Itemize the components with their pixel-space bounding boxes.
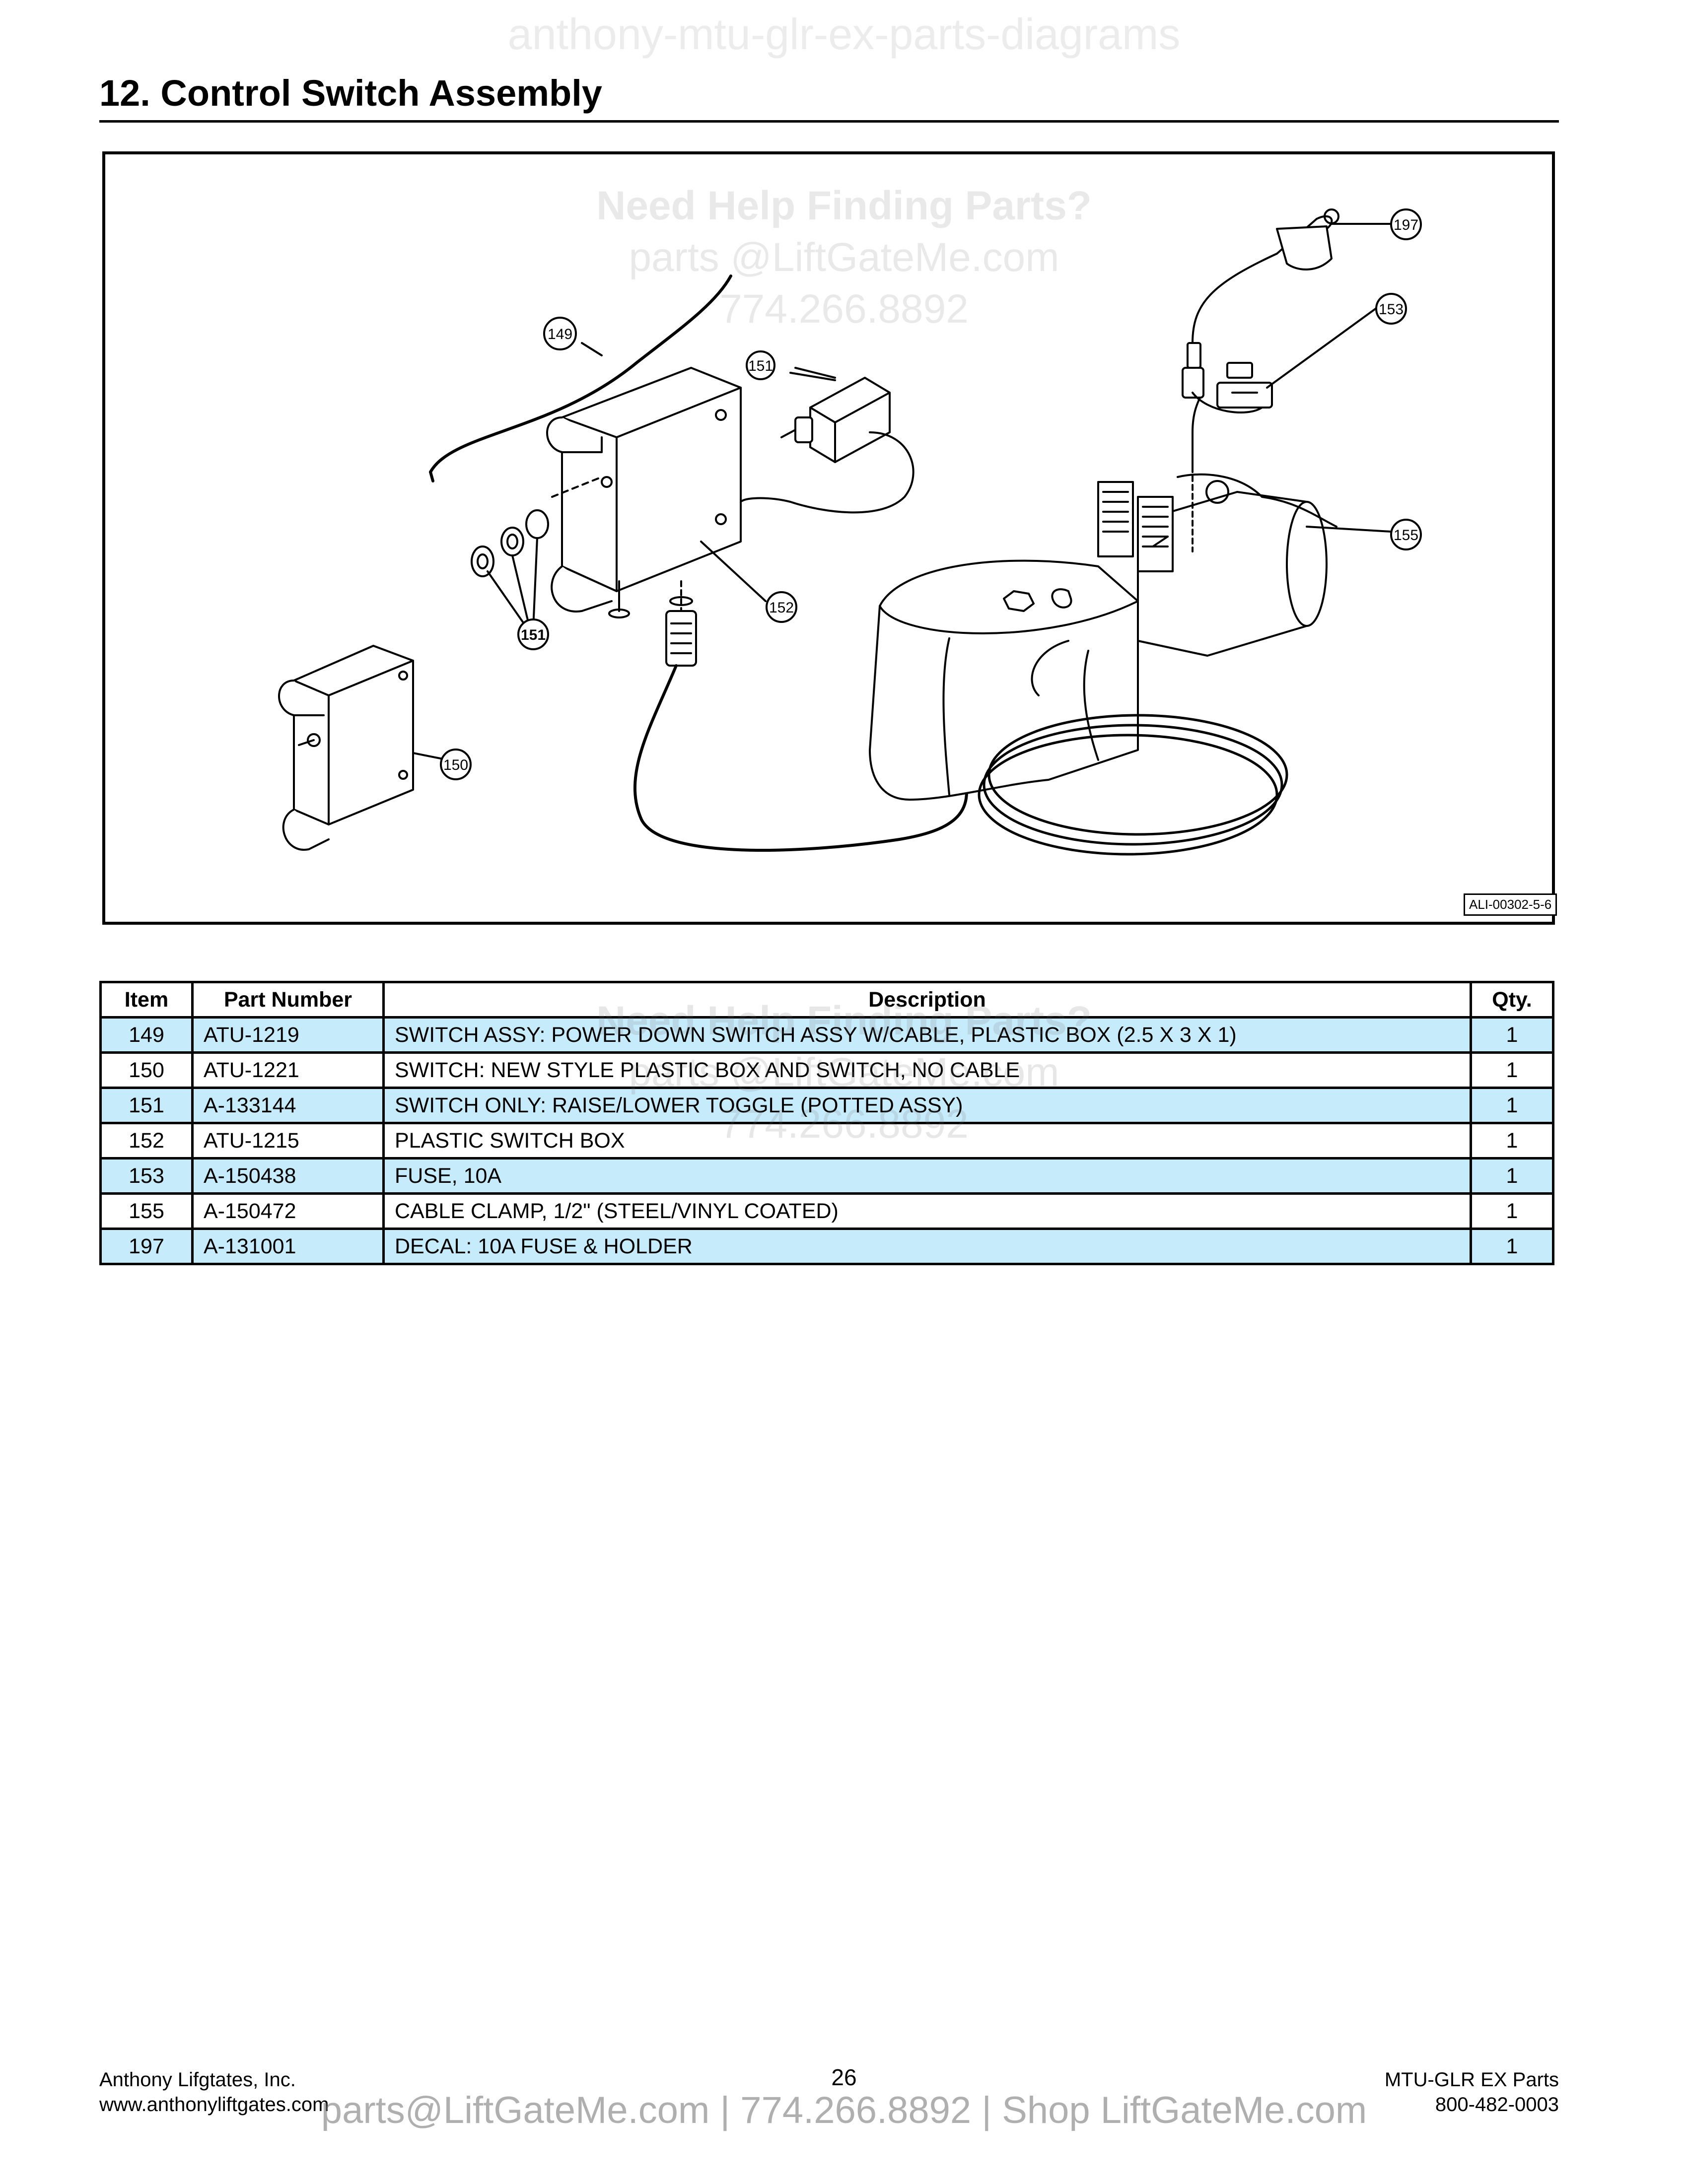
figure-id-label: ALI-00302-5-6 bbox=[1464, 893, 1557, 916]
cell-item: 150 bbox=[99, 1051, 194, 1089]
table-row: 152 ATU-1215 PLASTIC SWITCH BOX 1 bbox=[99, 1122, 1554, 1160]
leader-155 bbox=[1306, 526, 1392, 533]
table-row: 150 ATU-1221 SWITCH: NEW STYLE PLASTIC B… bbox=[99, 1051, 1554, 1089]
cell-part-number: A-131001 bbox=[191, 1228, 385, 1265]
cell-qty: 1 bbox=[1470, 1192, 1554, 1230]
cell-part-number: A-150438 bbox=[191, 1157, 385, 1195]
cell-description: PLASTIC SWITCH BOX bbox=[382, 1122, 1472, 1160]
cell-part-number: A-133144 bbox=[191, 1087, 385, 1124]
cell-description: DECAL: 10A FUSE & HOLDER bbox=[382, 1228, 1472, 1265]
cell-qty: 1 bbox=[1470, 1228, 1554, 1265]
cell-part-number: ATU-1215 bbox=[191, 1122, 385, 1160]
top-watermark: anthony-mtu-glr-ex-parts-diagrams bbox=[507, 9, 1181, 59]
leader-152 bbox=[700, 541, 767, 602]
cell-part-number: ATU-1221 bbox=[191, 1051, 385, 1089]
footer-phone: 800-482-0003 bbox=[1435, 2094, 1559, 2116]
table-row: 149 ATU-1219 SWITCH ASSY: POWER DOWN SWI… bbox=[99, 1016, 1554, 1054]
section-title: 12. Control Switch Assembly bbox=[99, 72, 602, 114]
header-qty: Qty. bbox=[1470, 981, 1554, 1019]
cell-item: 197 bbox=[99, 1228, 194, 1265]
toggle-switch-151 bbox=[740, 372, 914, 514]
fuse-holder-153 bbox=[1182, 208, 1339, 552]
switch-box-150 bbox=[278, 645, 414, 851]
leader-153 bbox=[1266, 307, 1377, 389]
parts-table: Item Part Number Description Qty. 149 AT… bbox=[99, 981, 1554, 1265]
cell-item: 149 bbox=[99, 1016, 194, 1054]
table-row: 153 A-150438 FUSE, 10A 1 bbox=[99, 1157, 1554, 1195]
callout-155: 155 bbox=[1394, 527, 1418, 544]
callout-153: 153 bbox=[1379, 301, 1404, 318]
callout-151-bottom: 151 bbox=[521, 627, 546, 643]
cable-149 bbox=[429, 274, 732, 474]
nut-washer-set-151 bbox=[471, 476, 603, 629]
leader-151-top bbox=[794, 367, 836, 379]
footer-document-title: MTU-GLR EX Parts bbox=[1384, 2069, 1559, 2091]
cell-item: 155 bbox=[99, 1192, 194, 1230]
cell-qty: 1 bbox=[1470, 1122, 1554, 1160]
figure-frame bbox=[102, 151, 1555, 925]
header-part-number: Part Number bbox=[191, 981, 385, 1019]
strain-relief-connector bbox=[633, 580, 968, 852]
switch-box-152 bbox=[546, 367, 742, 618]
table-header-row: Item Part Number Description Qty. bbox=[99, 981, 1554, 1019]
footer-contact-watermark: parts@LiftGateMe.com | 774.266.8892 | Sh… bbox=[321, 2089, 1367, 2131]
cell-item: 151 bbox=[99, 1087, 194, 1124]
callout-197: 197 bbox=[1394, 217, 1418, 233]
callout-152: 152 bbox=[769, 600, 794, 616]
callout-149: 149 bbox=[548, 326, 572, 342]
leader-149 bbox=[581, 342, 603, 356]
cell-part-number: A-150472 bbox=[191, 1192, 385, 1230]
page-number: 26 bbox=[831, 2064, 857, 2090]
callout-150: 150 bbox=[443, 757, 468, 773]
hydraulic-pump-unit bbox=[869, 473, 1337, 801]
cell-description: SWITCH ONLY: RAISE/LOWER TOGGLE (POTTED … bbox=[382, 1087, 1472, 1124]
callout-151-top: 151 bbox=[748, 358, 773, 374]
cell-qty: 1 bbox=[1470, 1051, 1554, 1089]
title-rule bbox=[99, 120, 1559, 123]
cell-qty: 1 bbox=[1470, 1157, 1554, 1195]
exploded-parts-diagram: 197 153 149 151 155 152 151 150 bbox=[278, 208, 1422, 856]
footer-company: Anthony Lifgtates, Inc. bbox=[99, 2069, 296, 2091]
footer-website-link[interactable]: www.anthonyliftgates.com bbox=[99, 2094, 329, 2116]
header-item: Item bbox=[99, 981, 194, 1019]
cell-item: 153 bbox=[99, 1157, 194, 1195]
cell-item: 152 bbox=[99, 1122, 194, 1160]
cell-description: FUSE, 10A bbox=[382, 1157, 1472, 1195]
cell-part-number: ATU-1219 bbox=[191, 1016, 385, 1054]
cell-description: CABLE CLAMP, 1/2" (STEEL/VINYL COATED) bbox=[382, 1192, 1472, 1230]
cell-qty: 1 bbox=[1470, 1016, 1554, 1054]
cell-description: SWITCH: NEW STYLE PLASTIC BOX AND SWITCH… bbox=[382, 1051, 1472, 1089]
table-row: 155 A-150472 CABLE CLAMP, 1/2" (STEEL/VI… bbox=[99, 1192, 1554, 1230]
decal-197 bbox=[1276, 225, 1333, 271]
header-description: Description bbox=[382, 981, 1472, 1019]
cell-qty: 1 bbox=[1470, 1087, 1554, 1124]
coiled-cable bbox=[978, 714, 1288, 856]
table-row: 151 A-133144 SWITCH ONLY: RAISE/LOWER TO… bbox=[99, 1087, 1554, 1124]
cell-description: SWITCH ASSY: POWER DOWN SWITCH ASSY W/CA… bbox=[382, 1016, 1472, 1054]
table-row: 197 A-131001 DECAL: 10A FUSE & HOLDER 1 bbox=[99, 1228, 1554, 1265]
